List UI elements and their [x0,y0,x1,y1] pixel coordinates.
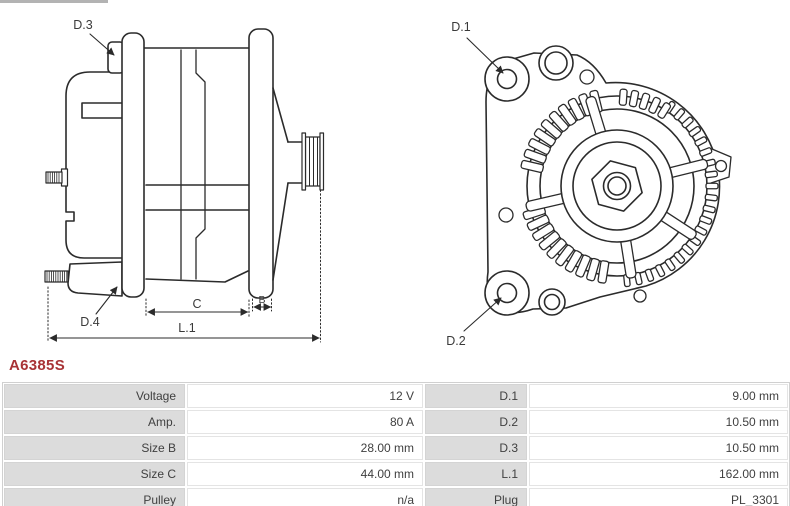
hole-mid-left [498,207,514,223]
fan-ring-inner [539,108,695,264]
hole-d1 [496,68,518,90]
front-view-diagram [463,37,732,332]
hub [560,129,674,243]
splined-shaft [301,132,325,191]
spec-label-cell: Pulley [4,488,185,506]
upper-stud [45,168,69,187]
dim-label-c: C [192,297,201,311]
label-d1: D.1 [451,20,471,34]
spec-value-cell: PL_3301 [529,488,788,506]
rear-dome [272,87,304,281]
hole-bottom-right [633,289,647,303]
dimension-lines [49,303,320,342]
spec-label-cell: Voltage [4,384,185,408]
hole-top [544,51,568,75]
spec-table: Voltage 12 V D.1 9.00 mm Amp. 80 A D.2 1… [2,382,790,506]
hole-top-right [579,69,595,85]
spec-label-cell: Amp. [4,410,185,434]
label-d2: D.2 [446,334,466,348]
leader-lines [89,33,118,315]
spec-value-cell: n/a [187,488,423,506]
spec-value-cell: 9.00 mm [529,384,788,408]
spec-label-cell: D.3 [425,436,527,460]
side-view-diagram [44,28,325,343]
lower-ear [67,261,123,297]
dim-label-b: B [258,294,265,306]
front-leader-lines [463,37,504,332]
hole-tab [714,159,728,173]
front-flange [121,32,145,298]
rear-housing [65,71,123,259]
spec-value-cell: 12 V [187,384,423,408]
spec-label-cell: Size B [4,436,185,460]
spec-value-cell: 10.50 mm [529,410,788,434]
spec-label-cell: D.1 [425,384,527,408]
label-d3: D.3 [73,18,93,32]
spec-label-cell: L.1 [425,462,527,486]
hole-bottom [543,293,561,311]
spec-label-cell: Plug [425,488,527,506]
fins-and-vents [520,88,719,288]
hole-d2 [496,282,518,304]
main-body [143,47,251,283]
spec-value-cell: 162.00 mm [529,462,788,486]
rear-flange [248,28,274,299]
dim-label-l1: L.1 [178,321,195,335]
housing-slot [81,102,129,119]
spec-value-cell: 80 A [187,410,423,434]
spec-value-cell: 28.00 mm [187,436,423,460]
label-d4: D.4 [80,315,100,329]
lower-stud [44,270,69,283]
spec-value-cell: 10.50 mm [529,436,788,460]
spec-label-cell: D.2 [425,410,527,434]
extension-lines [47,189,321,343]
spec-label-cell: Size C [4,462,185,486]
part-number: A6385S [9,357,66,374]
cropped-watermark-strip [0,0,108,3]
alternator-technical-drawing: D.3 D.4 C B L.1 [44,18,732,348]
spec-value-cell: 44.00 mm [187,462,423,486]
